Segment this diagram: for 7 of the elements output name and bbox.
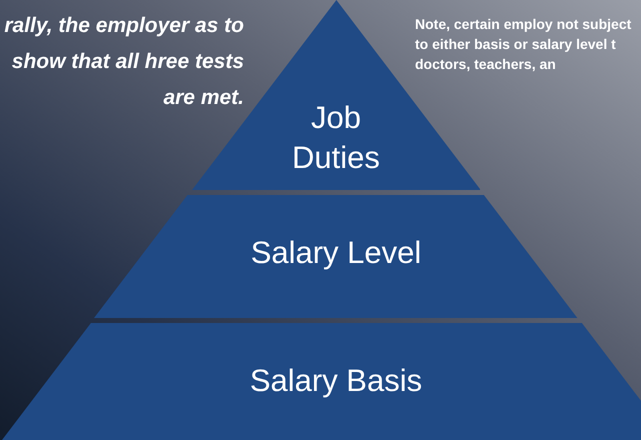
tier-label: Salary Basis (248, 362, 424, 400)
pyramid-tier (94, 195, 578, 318)
note-text: rally, the employer as to show that all hree tests are met. (3, 13, 244, 111)
pyramid-tier (2, 323, 641, 440)
tier-label: Salary Level (250, 234, 422, 272)
tier-label: Job Duties (291, 99, 381, 177)
note-text: Note, certain employ not subject to either basis or salary level t doctors, teachers, an (415, 15, 632, 74)
